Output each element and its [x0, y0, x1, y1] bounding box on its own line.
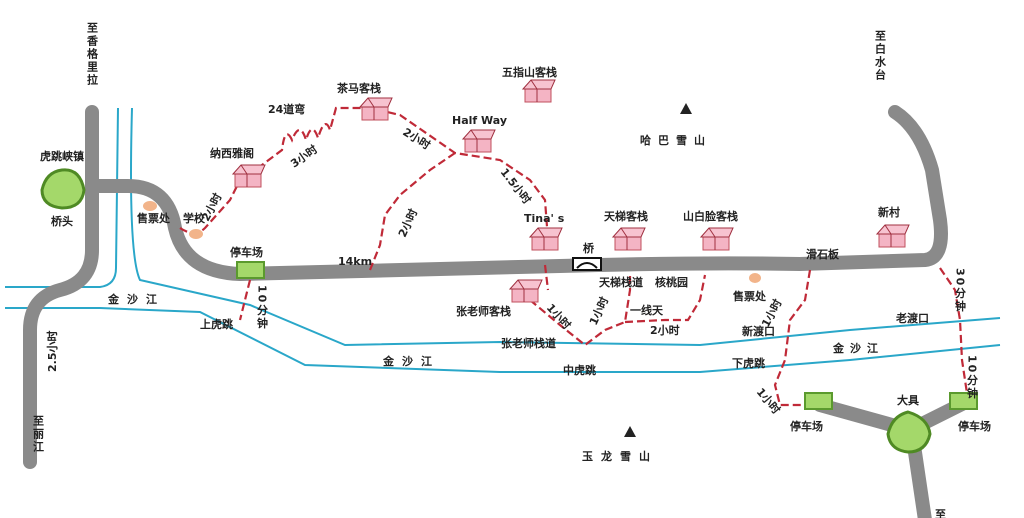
town-label-qiaotou: 桥头 [51, 214, 73, 228]
direction-bottom: 至 [935, 508, 946, 518]
house-icon[interactable] [611, 227, 646, 251]
time-14km-halfway: 2小时 [395, 206, 420, 239]
ticket-office-icon [749, 273, 761, 283]
time-yixiantian: 2小时 [650, 323, 680, 337]
label-school: 学校 [183, 211, 206, 225]
label-laodukou: 老渡口 [895, 311, 929, 325]
label-yixiantian: 一线天 [630, 303, 664, 317]
label-middle-tiger-leap: 中虎跳 [563, 363, 596, 377]
label-hetaoyuan: 核桃园 [655, 275, 688, 289]
house-icon[interactable] [508, 279, 543, 303]
parking-icon[interactable] [804, 392, 833, 410]
time-chama-halfway: 2小时 [400, 125, 433, 153]
label-jinsha-river-east: 金沙江 [832, 341, 884, 355]
label-tianti-path: 天梯栈道 [599, 275, 643, 289]
house-icon[interactable] [521, 79, 556, 103]
house-icon[interactable] [231, 164, 266, 188]
time-school-naxi: 2小时 [198, 191, 224, 224]
jinsha-river [5, 107, 1001, 373]
direction-baishuitai: 至白水台 [874, 30, 887, 82]
label-haba-mountain: 哈巴雪山 [640, 133, 712, 147]
label-tinas: Tina' s [524, 212, 565, 225]
label-jinsha-river-middle: 金沙江 [382, 354, 440, 368]
direction-shangri-la: 至香格里拉 [86, 22, 100, 87]
label-14km: 14km [338, 255, 372, 268]
house-icon[interactable] [358, 97, 393, 121]
house-icon[interactable] [875, 224, 910, 248]
label-lower-tiger-leap: 下虎跳 [732, 356, 765, 370]
label-huashiban: 滑石板 [806, 247, 840, 261]
town-icon[interactable] [40, 168, 86, 210]
time-upper-tiger-leap: 10分钟 [256, 285, 269, 330]
label-ticket-office-2: 售票处 [732, 289, 767, 303]
house-icon[interactable] [461, 129, 496, 153]
parking-icon[interactable] [236, 261, 265, 279]
label-chama-inn: 茶马客栈 [336, 81, 381, 95]
time-tianti-path: 1小时 [586, 294, 611, 327]
house-icon[interactable] [528, 227, 563, 251]
mountain-icon [624, 426, 636, 437]
town-icon[interactable] [886, 410, 932, 454]
label-yulong-mountain: 玉龙雪山 [582, 449, 658, 463]
label-tianti-inn: 天梯客栈 [604, 209, 648, 223]
house-icons [231, 79, 910, 303]
label-parking-2: 停车场 [790, 419, 823, 433]
label-shanbailian-inn: 山白脸客栈 [683, 209, 738, 223]
time-lijiang: 2.5小时 [45, 331, 59, 373]
label-xindukou: 新渡口 [742, 324, 775, 338]
hiking-trails [179, 106, 970, 407]
label-parking: 停车场 [230, 245, 263, 259]
time-30min: 30分钟 [954, 268, 967, 313]
label-ticket-office: 售票处 [136, 211, 171, 225]
ticket-office-icon [143, 201, 157, 211]
ticket-office-icon [189, 229, 203, 239]
label-upper-tiger-leap: 上虎跳 [200, 317, 233, 331]
time-10min: 10分钟 [966, 355, 979, 400]
label-zhang-inn: 张老师客栈 [456, 304, 511, 318]
mountain-icon [680, 103, 692, 114]
label-xincun: 新村 [878, 205, 900, 219]
label-jinsha-river-west: 金沙江 [107, 292, 165, 306]
town-label-daju: 大具 [897, 393, 919, 407]
label-24-bends: 24道弯 [268, 102, 305, 116]
town-label-hutiaoxia: 虎跳峡镇 [40, 149, 84, 163]
label-parking-3: 停车场 [958, 419, 991, 433]
label-bridge: 桥 [583, 241, 595, 255]
time-naxi-chama: 3小时 [288, 142, 320, 170]
bridge-icon [572, 257, 602, 271]
label-zhang-path: 张老师栈道 [501, 336, 556, 350]
label-naxi-inn: 纳西雅阁 [210, 146, 254, 160]
label-wuzhishan-inn: 五指山客栈 [502, 65, 557, 79]
house-icon[interactable] [699, 227, 734, 251]
label-halfway: Half Way [452, 114, 507, 127]
direction-lijiang: 至丽江 [32, 415, 45, 454]
parking-icon[interactable] [949, 392, 978, 410]
